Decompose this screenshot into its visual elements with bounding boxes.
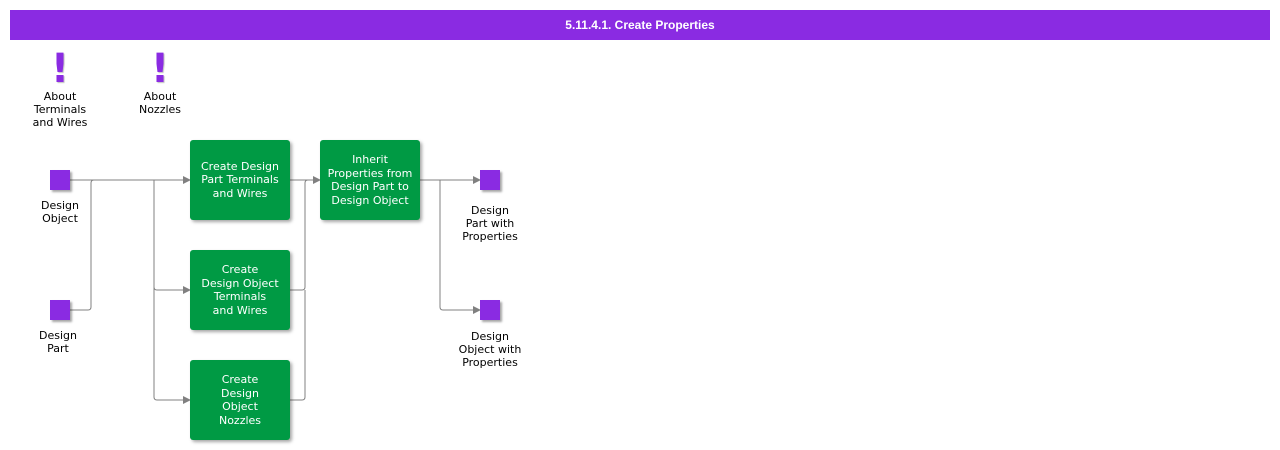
note-about-nozzles[interactable]: ! About Nozzles xyxy=(120,48,200,116)
diagram-title-bar: 5.11.4.1. Create Properties xyxy=(10,10,1270,40)
output-design-part-with-properties-shape[interactable] xyxy=(480,170,500,190)
input-design-object-shape[interactable] xyxy=(50,170,70,190)
output-design-object-with-properties-label: Design Object with Properties xyxy=(458,330,522,369)
connector-task3-to-inherit xyxy=(290,290,306,401)
input-design-object-label: Design Object xyxy=(41,199,79,225)
input-design-part-label: Design Part xyxy=(39,329,77,355)
connector-branch-3 xyxy=(153,287,191,404)
task-create-design-object-terminals[interactable]: Create Design Object Terminals and Wires xyxy=(190,250,290,330)
input-design-part-shape[interactable] xyxy=(50,300,70,320)
note-about-terminals-and-wires[interactable]: ! About Terminals and Wires xyxy=(20,48,100,129)
diagram-title: 5.11.4.1. Create Properties xyxy=(565,18,715,32)
output-design-part-with-properties-label: Design Part with Properties xyxy=(462,204,518,243)
connector-design-part xyxy=(70,179,95,311)
connector-task2-to-inherit xyxy=(290,179,309,291)
output-design-object-with-properties-shape[interactable] xyxy=(480,300,500,320)
exclamation-icon: ! xyxy=(50,46,70,92)
connector-to-output-2 xyxy=(439,180,481,314)
connector-branch-2 xyxy=(153,180,191,294)
task-create-design-part-terminals[interactable]: Create Design Part Terminals and Wires xyxy=(190,140,290,220)
task-create-design-object-nozzles[interactable]: Create Design Object Nozzles xyxy=(190,360,290,440)
note-label: About Nozzles xyxy=(138,90,182,116)
note-label: About Terminals and Wires xyxy=(32,90,88,129)
task-inherit-properties[interactable]: Inherit Properties from Design Part to D… xyxy=(320,140,420,220)
exclamation-icon: ! xyxy=(150,46,170,92)
